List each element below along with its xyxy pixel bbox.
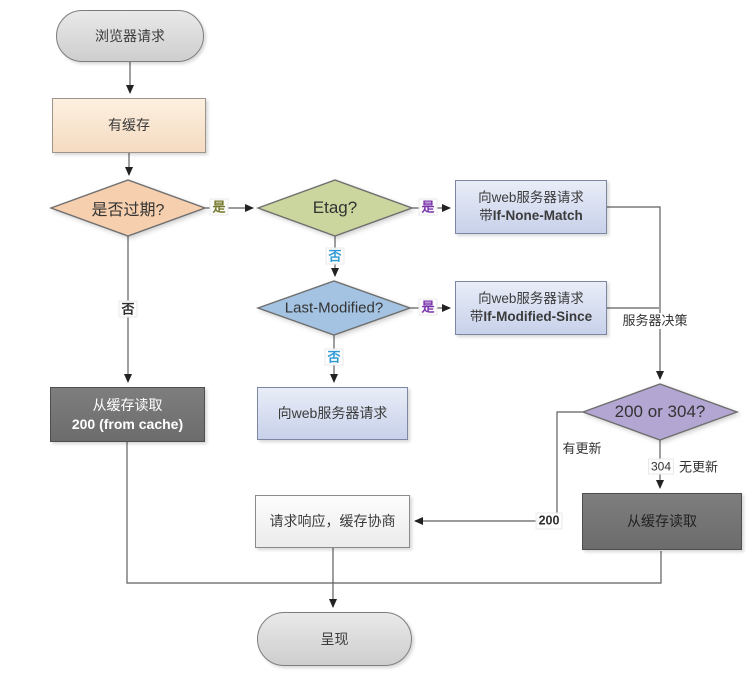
request-if-none-match-line2: 带If-None-Match: [479, 207, 583, 225]
request-if-none-match-box: 向web服务器请求 带If-None-Match: [455, 180, 607, 234]
expired-decision-diamond: [48, 179, 208, 237]
no-update-304-label: 304 无更新: [648, 457, 718, 476]
read-cache-box: 从缓存读取: [582, 493, 742, 550]
etag-decision-diamond: [255, 179, 415, 237]
request-web-server-box: 向web服务器请求: [257, 387, 408, 440]
read-cache-200-box: 从缓存读取 200 (from cache): [50, 387, 205, 442]
if-none-match-header: If-None-Match: [492, 208, 583, 223]
read-cache-200-line2: 200 (from cache): [71, 415, 184, 432]
expired-yes-label: 是: [209, 198, 229, 216]
start-label: 浏览器请求: [95, 27, 165, 44]
has-update-label: 有更新: [560, 441, 604, 457]
band-prefix: 带: [479, 208, 493, 223]
connector-ifnonematch-to-status: [607, 206, 664, 380]
lm-no-label: 否: [324, 348, 344, 366]
band-prefix-2: 带: [469, 309, 484, 324]
connector-merge-line: [126, 442, 662, 584]
server-decision-label: 服务器决策: [620, 313, 690, 329]
request-if-modified-since-line1: 向web服务器请求: [478, 290, 584, 306]
request-if-none-match-line1: 向web服务器请求: [478, 189, 584, 205]
has-cache-label: 有缓存: [108, 117, 150, 134]
start-terminal: 浏览器请求: [56, 10, 204, 62]
last-modified-decision-diamond: [255, 280, 413, 336]
expired-no-label: 否: [118, 300, 138, 318]
response-negotiate-box: 请求响应，缓存协商: [255, 495, 410, 548]
lm-yes-label: 是: [418, 298, 438, 316]
read-cache-label: 从缓存读取: [627, 513, 697, 530]
status-decision-diamond: [580, 383, 740, 441]
no-update-label: 无更新: [679, 459, 719, 475]
last-modified-diamond-label: Last-Modified?: [284, 299, 384, 317]
connector-status-200-to-response: [414, 411, 583, 525]
response-negotiate-label: 请求响应，缓存协商: [269, 513, 396, 530]
has-cache-box: 有缓存: [52, 98, 206, 153]
status-diamond-label: 200 or 304?: [614, 402, 706, 421]
read-cache-200-line1: 从缓存读取: [92, 396, 163, 413]
etag-diamond-label: Etag?: [312, 198, 358, 217]
etag-no-label: 否: [325, 247, 345, 265]
render-terminal: 呈现: [257, 612, 412, 666]
etag-yes-label: 是: [418, 198, 438, 216]
if-modified-since-header: If-Modified-Since: [483, 309, 593, 324]
code-200-label: 200: [535, 512, 563, 530]
request-if-modified-since-line2: 带If-Modified-Since: [470, 308, 592, 326]
request-if-modified-since-box: 向web服务器请求 带If-Modified-Since: [455, 281, 607, 335]
render-label: 呈现: [320, 630, 349, 647]
expired-diamond-label: 是否过期?: [91, 202, 165, 219]
request-web-server-label: 向web服务器请求: [277, 405, 388, 422]
code-304-label: 304: [648, 458, 675, 474]
